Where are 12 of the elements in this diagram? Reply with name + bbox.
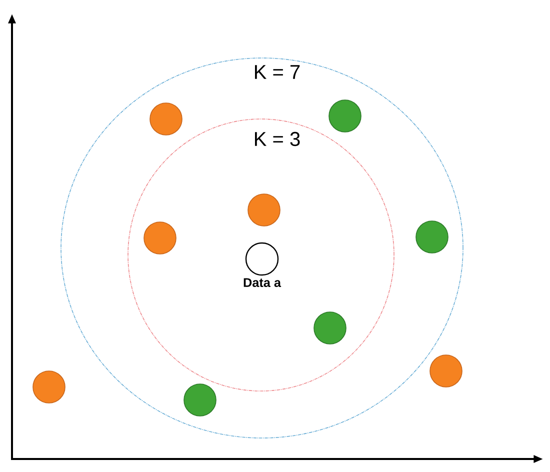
dot [144,222,176,254]
dot [248,194,280,226]
dot [416,220,448,254]
dot [150,102,182,136]
dot [328,100,362,132]
point-label: Data a [244,278,282,288]
dot [430,354,462,388]
dot [32,370,66,404]
circle-label: K = 3 [255,132,300,146]
dot [184,384,216,416]
circle-label: K = 7 [255,65,300,79]
dot [314,312,346,344]
